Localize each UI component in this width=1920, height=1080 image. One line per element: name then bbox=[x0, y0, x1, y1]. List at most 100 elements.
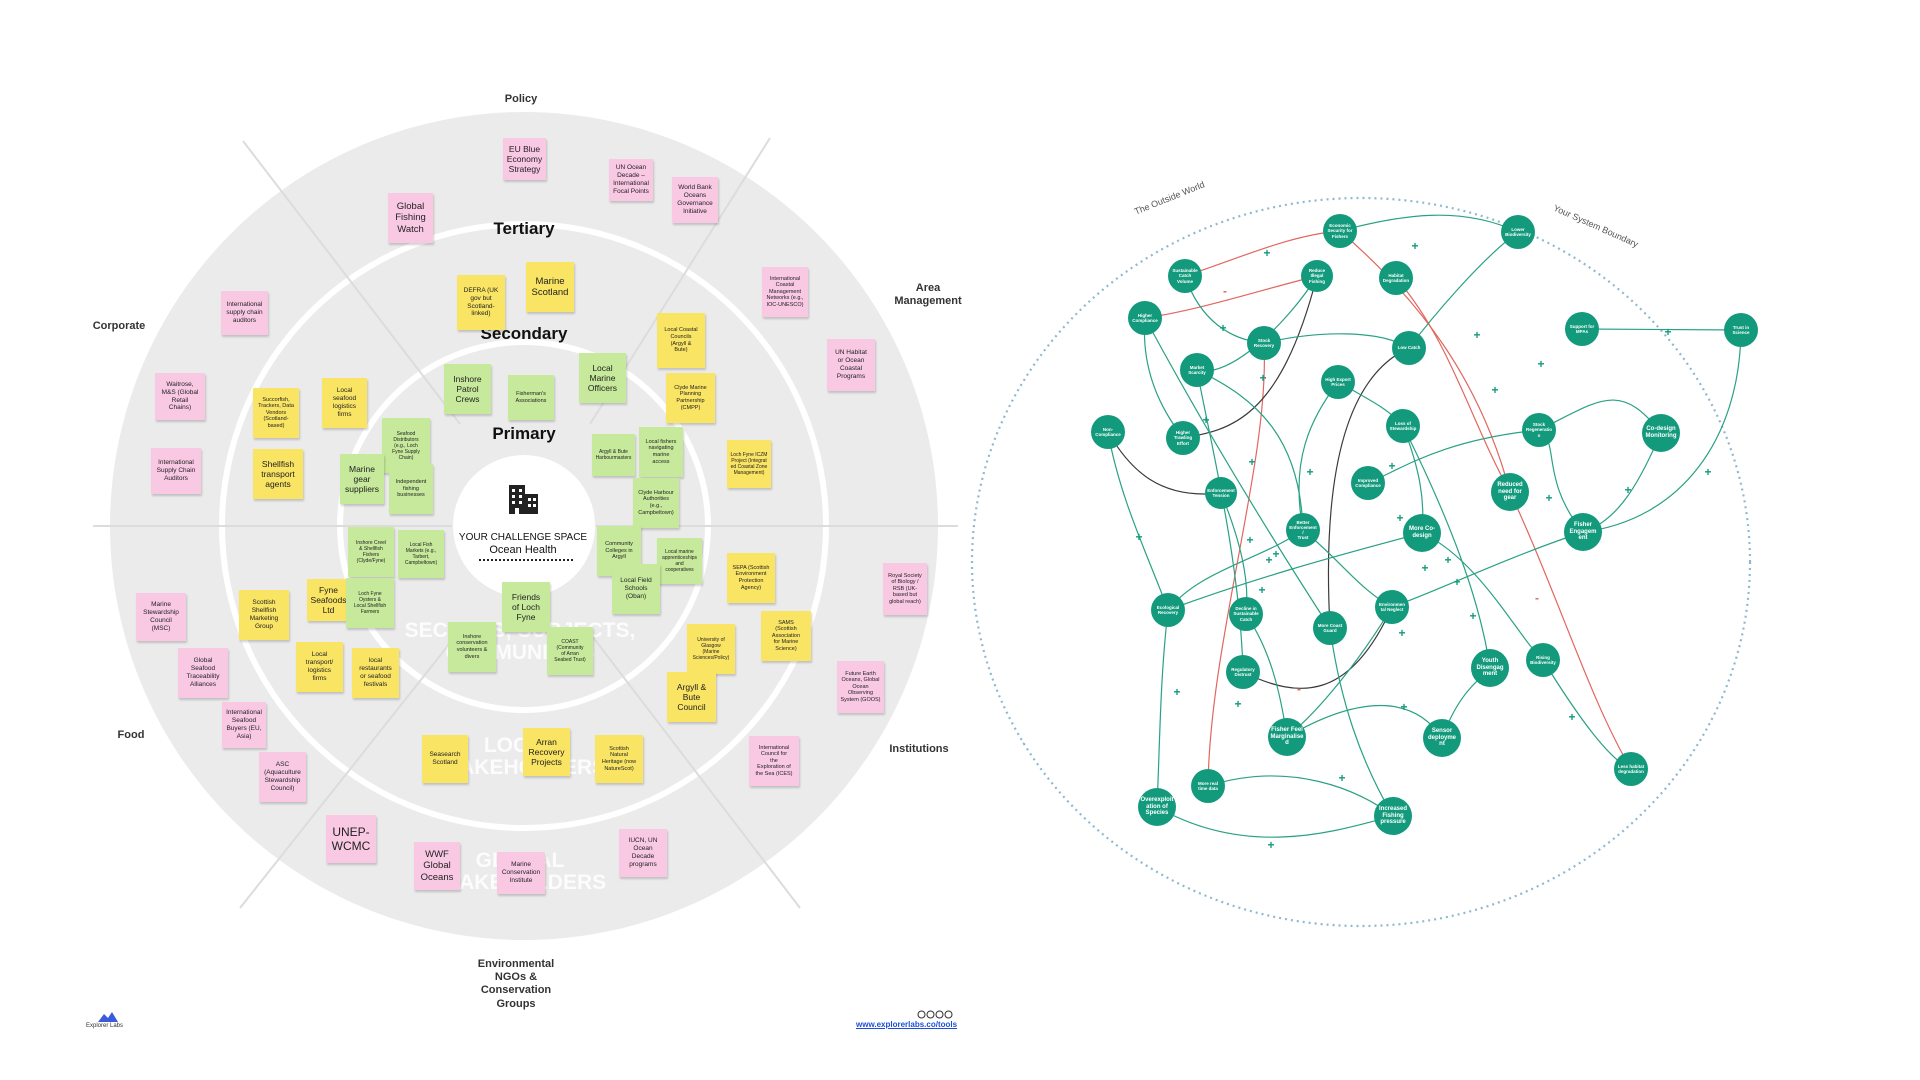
sticky-note[interactable]: Inshore Creel & Shellfish Fishers (Clyde… bbox=[348, 527, 394, 577]
sticky-note[interactable]: UN Ocean Decade – International Focal Po… bbox=[609, 159, 653, 201]
system-node[interactable]: Reduce Illegal Fishing bbox=[1301, 260, 1333, 292]
sticky-note[interactable]: Global Seafood Traceability Alliances bbox=[178, 648, 228, 698]
sticky-note[interactable]: International Supply Chain Auditors bbox=[151, 448, 201, 494]
sticky-note[interactable]: Marine gear suppliers bbox=[340, 454, 384, 504]
sticky-note[interactable]: Local Field Schools (Oban) bbox=[612, 564, 660, 614]
system-node[interactable]: Stock Recovery bbox=[1247, 326, 1281, 360]
system-node[interactable]: Reduced need for gear bbox=[1491, 473, 1529, 511]
sticky-note[interactable]: Fisherman's Associations bbox=[508, 375, 554, 420]
sticky-note[interactable]: Argyll & Bute Council bbox=[667, 672, 716, 722]
sticky-note[interactable]: Future Earth Oceans, Global Ocean Observ… bbox=[837, 661, 884, 713]
sticky-note[interactable]: Local seafood logistics firms bbox=[322, 378, 367, 428]
explorer-labs-logo[interactable]: Explorer Labs bbox=[86, 1012, 126, 1036]
sticky-note[interactable]: Scottish Shellfish Marketing Group bbox=[239, 590, 289, 640]
system-node[interactable]: More real time data bbox=[1191, 769, 1225, 803]
sticky-note[interactable]: International supply chain auditors bbox=[221, 291, 268, 335]
sticky-note[interactable]: Local fishers navigating marine access bbox=[639, 427, 683, 477]
sticky-note[interactable]: SAMS (Scottish Association for Marine Sc… bbox=[761, 611, 811, 661]
sticky-note[interactable]: Seasearch Scotland bbox=[422, 735, 468, 783]
sticky-note[interactable]: IUCN, UN Ocean Decade programs bbox=[619, 829, 667, 877]
sticky-note[interactable]: Marine Conservation Institute bbox=[497, 852, 545, 894]
system-node[interactable]: Youth Disengag ment bbox=[1471, 649, 1509, 687]
system-node[interactable]: Co-design Monitoring bbox=[1642, 414, 1680, 452]
sticky-note[interactable]: Scottish Natural Heritage (now NatureSco… bbox=[595, 735, 643, 783]
sticky-note[interactable]: Clyde Marine Planning Partnership (CMPP) bbox=[666, 373, 715, 423]
sticky-note[interactable]: International Coastal Management Network… bbox=[762, 267, 808, 317]
sticky-note[interactable]: Inshore conservation volunteers & divers bbox=[448, 622, 496, 672]
sticky-note[interactable]: Friends of Loch Fyne bbox=[502, 582, 550, 632]
challenge-space-topic[interactable]: Ocean Health bbox=[489, 544, 557, 556]
system-node[interactable]: Non- Compliance bbox=[1091, 415, 1125, 449]
system-node[interactable]: Economic Security for Fishers bbox=[1323, 214, 1357, 248]
challenge-space-label: YOUR CHALLENGE SPACE bbox=[458, 532, 588, 543]
sticky-note[interactable]: Loch Fyne Oysters & Local Shellfish Farm… bbox=[346, 578, 394, 628]
system-node[interactable]: Fisher Feel Marginalise d bbox=[1268, 718, 1306, 756]
sticky-note[interactable]: UNEP- WCMC bbox=[326, 815, 376, 863]
explorerlabs-tools-link[interactable]: www.explorerlabs.co/tools bbox=[856, 1020, 958, 1029]
system-node[interactable]: Regulatory Distrust bbox=[1226, 655, 1260, 689]
system-node[interactable]: Higher Trawling Effort bbox=[1166, 421, 1200, 455]
sticky-note[interactable]: Succorfish, Trackers, Data Vendors (Scot… bbox=[253, 388, 299, 438]
sticky-note[interactable]: UN Habitat or Ocean Coastal Programs bbox=[827, 339, 875, 391]
sticky-note[interactable]: Seafood Distributors (e.g., Loch Fyne Su… bbox=[382, 418, 430, 473]
sticky-note[interactable]: ASC (Aquaculture Stewardship Council) bbox=[259, 752, 306, 802]
system-node[interactable]: Low Catch bbox=[1392, 331, 1426, 365]
sticky-note[interactable]: Argyll & Bute Harbourmasters bbox=[592, 434, 635, 476]
sticky-note[interactable]: University of Glasgow (Marine Sciences/P… bbox=[687, 624, 735, 674]
sticky-note[interactable]: Royal Society of Biology / RSB (UK- base… bbox=[883, 563, 927, 615]
system-node[interactable]: Habitat Degradation bbox=[1379, 261, 1413, 295]
sticky-note[interactable]: DEFRA (UK gov but Scotland- linked) bbox=[457, 275, 505, 330]
sticky-note[interactable]: Marine Scotland bbox=[526, 262, 574, 312]
sticky-note[interactable]: Local Fish Markets (e.g., Tarbert, Campb… bbox=[398, 530, 444, 578]
sticky-note[interactable]: Global Fishing Watch bbox=[388, 193, 433, 243]
sticky-note[interactable]: Loch Fyne ICZM Project (Integrat ed Coas… bbox=[727, 440, 771, 488]
sticky-note[interactable]: EU Blue Economy Strategy bbox=[503, 138, 546, 180]
sticky-note[interactable]: Arran Recovery Projects bbox=[523, 728, 570, 776]
sticky-note[interactable]: Fyne Seafoods Ltd bbox=[307, 579, 350, 621]
causal-link bbox=[1286, 705, 1443, 739]
sticky-note[interactable]: World Bank Oceans Governance Initiative bbox=[672, 177, 718, 223]
sticky-note[interactable]: Local Coastal Councils (Argyll & Bute) bbox=[657, 313, 705, 368]
sticky-note[interactable]: SEPA (Scottish Environment Protection Ag… bbox=[727, 553, 775, 603]
system-node[interactable]: More Co- design bbox=[1403, 514, 1441, 552]
causal-link bbox=[1408, 231, 1519, 349]
system-node[interactable]: Stock Regeneratio n bbox=[1522, 413, 1556, 447]
sticky-note[interactable]: WWF Global Oceans bbox=[414, 842, 460, 890]
system-node[interactable]: Environmen tal Neglect bbox=[1375, 590, 1409, 624]
sticky-note[interactable]: Inshore Patrol Crews bbox=[444, 364, 491, 414]
system-node[interactable]: Overexploit ation of Species bbox=[1138, 788, 1176, 826]
system-node[interactable]: Ecological Recovery bbox=[1151, 593, 1185, 627]
system-node[interactable]: Lower Biodiversity bbox=[1501, 215, 1535, 249]
sticky-note[interactable]: Waitrose, M&S (Global Retail Chains) bbox=[155, 373, 205, 420]
system-node[interactable]: Support for MPAs bbox=[1565, 312, 1599, 346]
sticky-note[interactable]: Local transport/ logistics firms bbox=[296, 642, 343, 692]
system-node[interactable]: Better Enforcement / Trust bbox=[1286, 513, 1320, 547]
sticky-note[interactable]: Marine Stewardship Council (MSC) bbox=[136, 593, 186, 641]
system-node[interactable]: Enforcement Tension bbox=[1205, 477, 1237, 509]
system-node[interactable]: Less habitat degradation bbox=[1614, 752, 1648, 786]
system-node[interactable]: Decline in Sustainable Catch bbox=[1229, 597, 1263, 631]
sticky-note[interactable]: Local Marine Officers bbox=[579, 353, 626, 403]
system-node[interactable]: Higher Compliance bbox=[1128, 301, 1162, 335]
sticky-note[interactable]: Shellfish transport agents bbox=[253, 449, 303, 499]
system-node[interactable]: Sustainable Catch Volume bbox=[1168, 259, 1202, 293]
system-node[interactable]: Market Scarcity bbox=[1180, 353, 1214, 387]
system-node[interactable]: High Export Prices bbox=[1321, 365, 1355, 399]
system-node[interactable]: Trust in Science bbox=[1724, 313, 1758, 347]
causal-link bbox=[1391, 531, 1584, 608]
system-node[interactable]: Loss of Stewardship bbox=[1386, 409, 1420, 443]
sticky-note[interactable]: Local marine apprenticeships and coopera… bbox=[657, 538, 702, 584]
sticky-note[interactable]: International Council for the Exploratio… bbox=[749, 736, 799, 786]
system-node[interactable]: Rising Biodiversity bbox=[1526, 643, 1560, 677]
system-node[interactable]: Increased Fishing pressure bbox=[1374, 797, 1412, 835]
sticky-note[interactable]: COAST (Community of Arran Seabed Trust) bbox=[547, 627, 593, 675]
system-node[interactable]: Sensor deployme nt bbox=[1423, 719, 1461, 757]
system-node[interactable]: Improved Compliance bbox=[1351, 466, 1385, 500]
causal-link bbox=[1263, 333, 1410, 349]
sticky-note[interactable]: Clyde Harbour Authorities (e.g., Campbel… bbox=[633, 478, 679, 528]
system-node[interactable]: More Coast Guard bbox=[1313, 611, 1347, 645]
system-node[interactable]: Fisher Engagem ent bbox=[1564, 513, 1602, 551]
sticky-note[interactable]: International Seafood Buyers (EU, Asia) bbox=[222, 702, 266, 748]
sticky-note[interactable]: Independent fishing businesses bbox=[389, 464, 433, 514]
sticky-note[interactable]: local restaurants or seafood festivals bbox=[352, 648, 399, 698]
